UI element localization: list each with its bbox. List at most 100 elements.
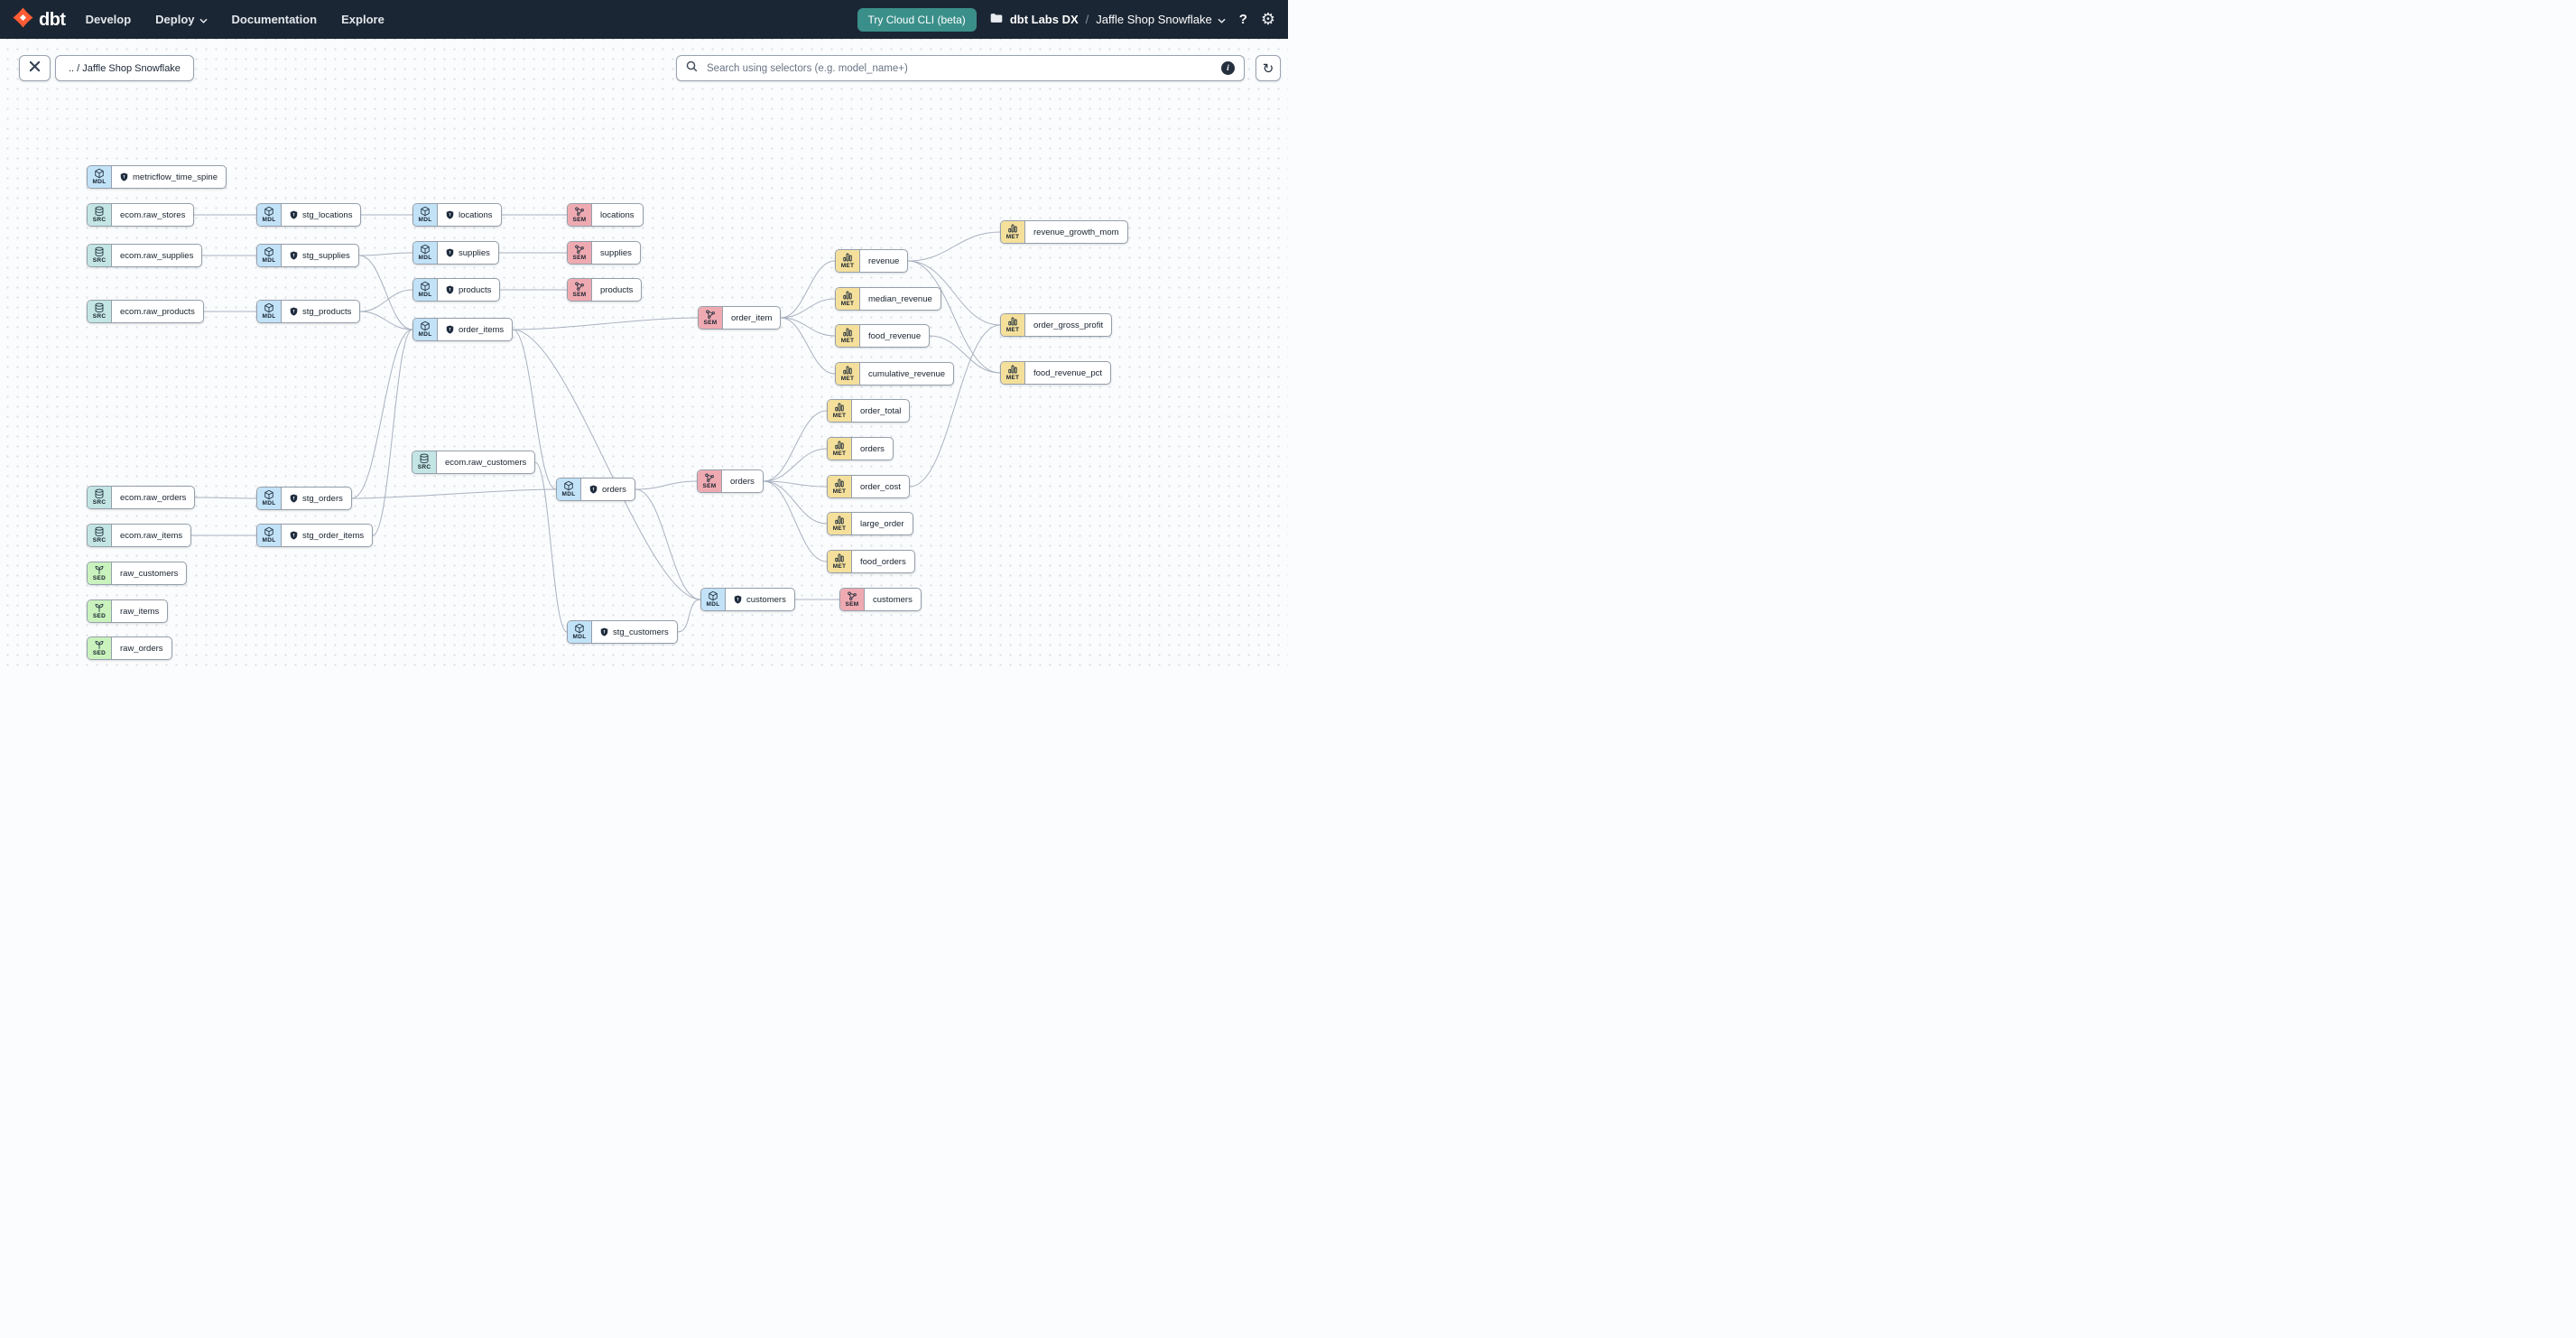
node-type-tag: MDL [572,634,587,641]
search-input[interactable] [705,61,1214,75]
try-cloud-cli-button[interactable]: Try Cloud CLI (beta) [857,7,977,32]
node-label: order_total [860,405,902,416]
node-type-tag: MDL [262,257,276,265]
node-label: order_items [459,324,505,335]
shield-icon [290,251,298,260]
close-button[interactable] [19,55,51,81]
node-type-tag: MDL [92,179,107,186]
cube-icon [708,590,718,601]
nav-item-develop[interactable]: Develop [85,13,132,26]
share-network-icon [574,206,585,217]
lineage-node-raw_customers[interactable]: SED raw_customers [87,562,188,585]
node-label: stg_orders [302,493,343,504]
node-label: metricflow_time_spine [133,172,218,182]
node-label: large_order [860,518,904,529]
edge-ecom.raw_orders-to-stg_orders [194,497,257,499]
nav-item-documentation[interactable]: Documentation [231,13,318,26]
shield-icon [446,210,454,219]
lineage-node-metricflow_time_spine[interactable]: MDL metricflow_time_spine [87,165,227,189]
node-label: locations [459,209,493,220]
breadcrumb[interactable]: .. / Jaffle Shop Snowflake [55,55,194,81]
node-type-tag: MET [1005,234,1020,241]
chevron-down-icon [1218,13,1226,26]
node-type-tag: SRC [92,313,107,321]
node-type-panel: MET [828,438,852,460]
share-network-icon [704,472,715,483]
dbt-logo-text: dbt [39,9,66,30]
cube-icon [563,480,574,491]
nav-item-explore[interactable]: Explore [341,13,385,26]
node-type-tag: SRC [92,217,107,224]
info-icon[interactable]: i [1221,61,1235,75]
refresh-button[interactable]: ↻ [1256,55,1281,81]
project-selector[interactable]: Jaffle Shop Snowflake [1096,13,1226,26]
close-icon [29,60,41,77]
node-label: cumulative_revenue [868,368,946,379]
edge-orders_sem-to-large_order [763,480,828,525]
node-type-panel: SED [88,637,112,659]
dbt-logo[interactable]: dbt [13,6,66,33]
edge-orders_sem-to-order_total [763,410,828,482]
node-type-panel: MET [1001,362,1025,384]
shield-icon [290,210,298,219]
edge-stg_order_items-to-order_items [372,329,413,536]
edge-stg_products-to-products [359,289,413,312]
account-name[interactable]: dbt Labs DX [1009,13,1079,26]
node-type-tag: MDL [418,292,432,299]
node-type-panel: MET [1001,314,1025,336]
node-type-tag: MDL [262,537,276,544]
node-label: raw_customers [120,568,179,579]
gear-icon[interactable]: ⚙ [1260,9,1275,29]
edge-food_revenue-to-food_revenue_pct [929,335,1001,374]
node-type-panel: SEM [568,242,592,264]
node-type-panel: MET [836,288,860,310]
node-type-panel: SED [88,562,112,584]
edge-stg_supplies-to-order_items [358,255,413,330]
nav-item-deploy[interactable]: Deploy [155,13,208,26]
lineage-node-cumulative_revenue[interactable]: MET cumulative_revenue [835,362,955,386]
node-type-tag: MET [840,376,855,383]
help-button[interactable]: ? [1238,12,1247,27]
node-label: locations [600,209,635,220]
share-network-icon [574,281,585,292]
seedling-icon [94,639,105,650]
